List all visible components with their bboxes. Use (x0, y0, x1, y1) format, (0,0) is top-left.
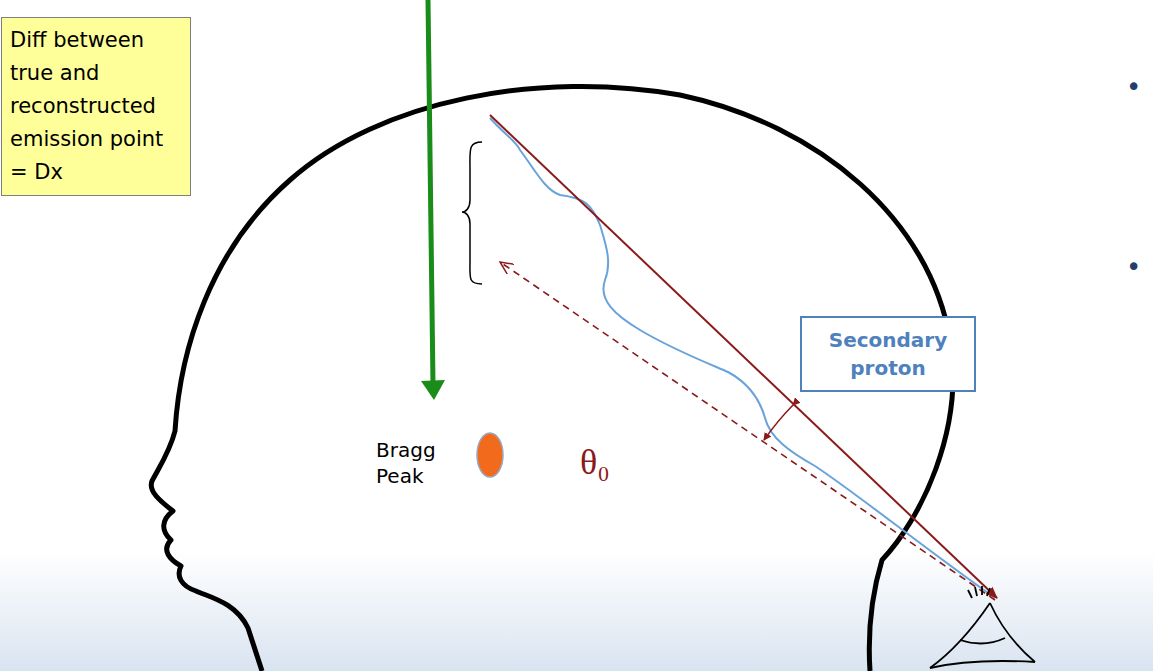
box-text: Diff between true and reconstructed emis… (10, 24, 178, 189)
true-direction (490, 115, 997, 598)
box-text: Secondary proton (813, 326, 963, 382)
bullet: • (1126, 252, 1141, 282)
bullet: • (1126, 72, 1141, 102)
reconstructed-direction (500, 262, 995, 600)
beam-arrowhead (421, 380, 445, 400)
eye-symbol (930, 586, 1035, 668)
angle-label: θ₀ (580, 442, 610, 482)
angle-arc (764, 405, 793, 440)
callout-box: Secondary proton (800, 316, 976, 392)
bragg-peak (477, 433, 503, 477)
note-box: Diff between true and reconstructed emis… (1, 17, 191, 196)
bracket (462, 142, 482, 284)
structure-label: Bragg Peak (376, 437, 436, 489)
beam-arrow (428, 0, 433, 384)
proton-track (490, 118, 995, 598)
